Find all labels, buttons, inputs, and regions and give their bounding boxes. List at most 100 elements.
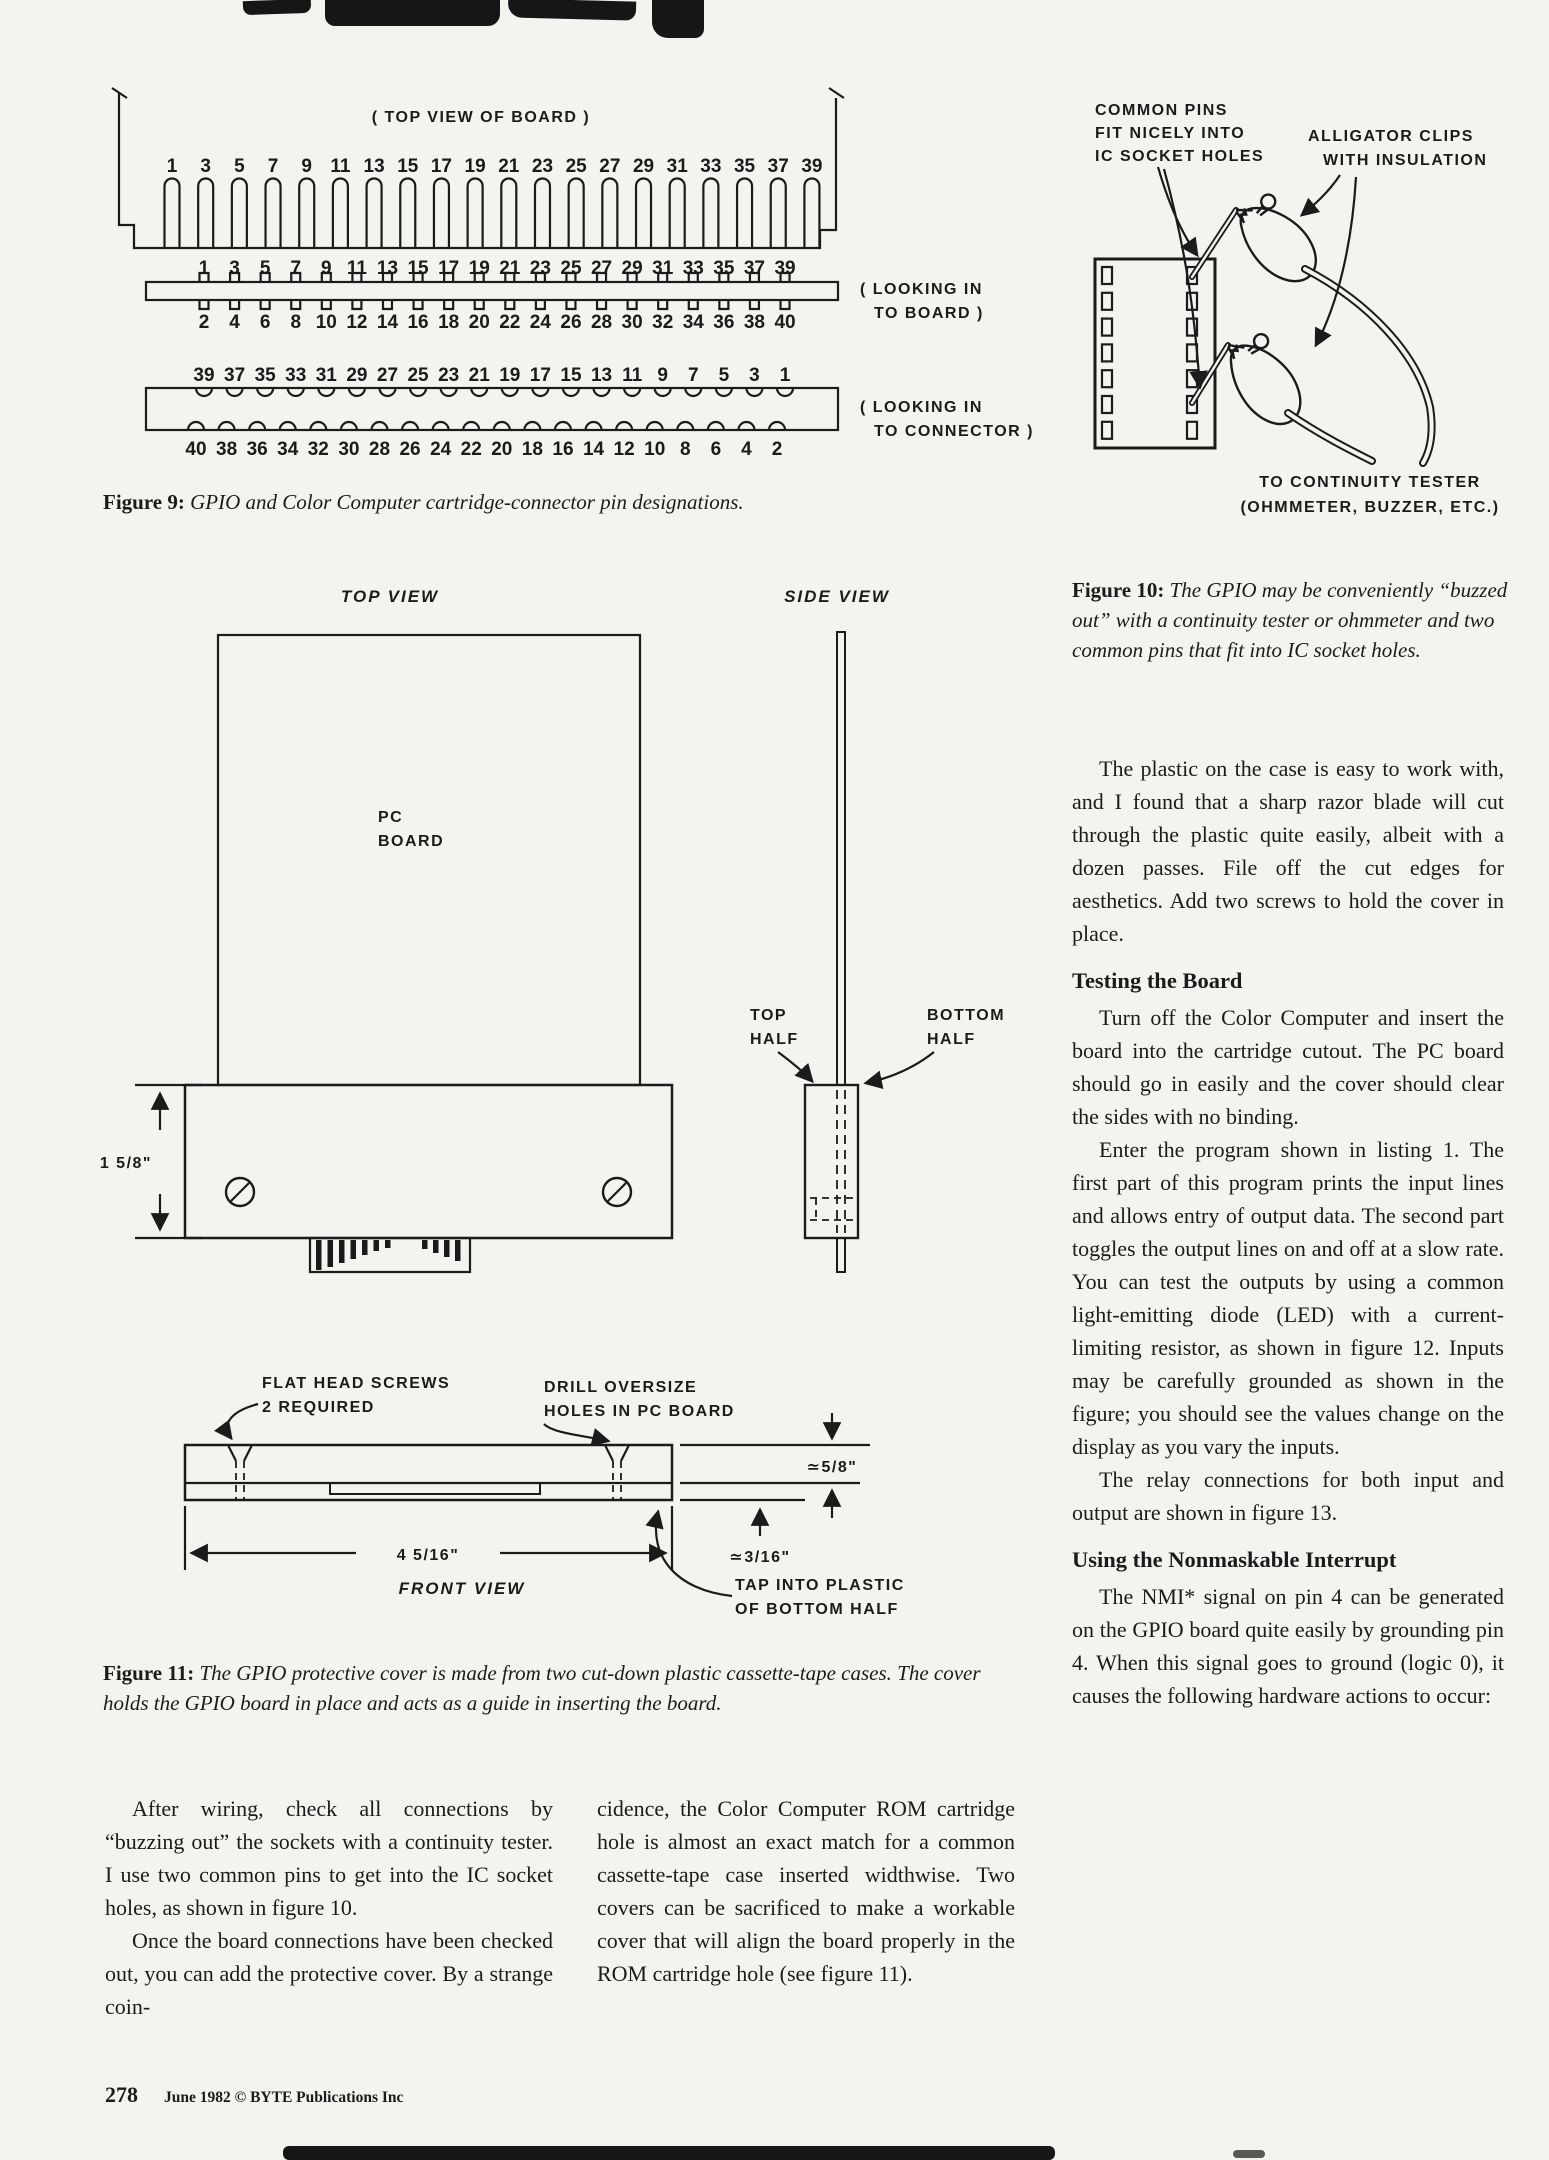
pin-number: 31 — [667, 156, 689, 177]
edge-finger-contact — [350, 1240, 356, 1259]
pin-number: 25 — [560, 258, 582, 279]
bottom-thickness-label: ≃3/16" — [729, 1549, 790, 1566]
section-heading: Testing the Board — [1072, 968, 1243, 993]
pin-number: 26 — [560, 312, 581, 333]
connector-contact — [748, 271, 761, 282]
connector-contact — [533, 177, 552, 248]
front-view-label: FRONT VIEW — [399, 1579, 526, 1598]
pin-number: 27 — [591, 258, 612, 279]
pin-number: 18 — [522, 439, 543, 460]
figure9-caption: Figure 9: GPIO and Color Computer cartri… — [103, 487, 963, 517]
pin-number: 1 — [780, 365, 791, 386]
connector-contact — [194, 387, 214, 398]
connector-contact — [595, 300, 608, 311]
connector-contact — [687, 300, 699, 311]
dimension-extension — [680, 1443, 870, 1485]
scan-artifact — [652, 0, 704, 38]
edge-finger-contact — [327, 1240, 333, 1267]
body-paragraph: cidence, the Color Computer ROM cartridg… — [597, 1796, 1015, 1986]
connector-contact — [317, 387, 336, 398]
front-screw-hidden — [604, 1444, 630, 1500]
front-board-edge — [329, 1482, 541, 1495]
ic-socket-hole — [1100, 317, 1114, 337]
annotation-arrow — [777, 1051, 814, 1084]
connector-contact — [320, 300, 332, 311]
drill-oversize-label: HOLES IN PC BOARD — [544, 1403, 735, 1420]
connector-contact — [432, 177, 451, 248]
figure9-caption-text: GPIO and Color Computer cartridge-connec… — [190, 490, 744, 514]
ic-socket-hole — [1185, 394, 1199, 415]
connector-contact — [534, 271, 546, 282]
cover-screw — [601, 1176, 633, 1208]
pin-number: 2 — [772, 439, 783, 460]
figure11-caption-label: Figure 11: — [103, 1661, 195, 1685]
figure9-pin-diagram: ( TOP VIEW OF BOARD ) ( LOOKING IN TO BO… — [111, 87, 1032, 460]
alligator-clips-label: WITH INSULATION — [1323, 152, 1487, 169]
pin-number: 6 — [260, 312, 271, 333]
ic-socket-hole — [1100, 394, 1114, 415]
pin-number: 34 — [277, 439, 299, 460]
connector-contact — [230, 177, 248, 248]
connector-contact — [668, 177, 686, 248]
pin-number: 29 — [346, 365, 367, 386]
connector-contact — [197, 177, 215, 248]
pc-board-label: BOARD — [378, 833, 444, 850]
connector-contact — [567, 177, 585, 248]
pin-number: 25 — [407, 365, 429, 386]
height-dimension-label: 1 5/8" — [100, 1155, 152, 1172]
scan-artifact — [507, 0, 637, 21]
connector-contact — [779, 271, 791, 282]
connector-contact — [473, 271, 485, 282]
pin-number: 35 — [734, 156, 756, 177]
connector-contact — [412, 300, 424, 311]
page-number: 278 — [105, 2082, 138, 2107]
pin-number: 16 — [407, 312, 428, 333]
pin-number: 27 — [377, 365, 398, 386]
pin-number: 11 — [622, 365, 643, 386]
pin-number: 29 — [633, 156, 654, 177]
connector-contact — [657, 300, 669, 311]
common-pins-label: IC SOCKET HOLES — [1095, 148, 1264, 165]
connector-contact — [634, 177, 653, 248]
edge-fingers — [316, 1240, 461, 1270]
connector-contact — [228, 271, 241, 282]
edge-finger-contact — [433, 1240, 439, 1253]
connector-contact — [225, 387, 244, 398]
pin-number: 5 — [260, 258, 271, 279]
looking-in-to-connector-label: TO CONNECTOR ) — [874, 423, 1034, 440]
body-paragraph: The relay connections for both input and… — [1072, 1467, 1504, 1525]
pin-number: 17 — [530, 365, 551, 386]
ic-socket — [1093, 257, 1217, 450]
connector-contact — [351, 300, 363, 311]
pin-number: 21 — [499, 258, 521, 279]
alligator-clip — [1227, 332, 1302, 426]
pin-number: 9 — [301, 156, 312, 177]
connector-contact — [399, 177, 417, 248]
connector-contact — [198, 271, 210, 282]
connector-contact — [500, 387, 519, 398]
ic-socket-hole — [1100, 291, 1114, 311]
connector-contact — [601, 177, 619, 248]
figure10-caption: Figure 10: The GPIO may be conveniently … — [1072, 575, 1512, 665]
top-thickness-label: ≃5/8" — [807, 1459, 858, 1476]
dimension-extension — [135, 1083, 202, 1240]
connector-contact — [339, 420, 358, 431]
pin-number: 33 — [700, 156, 721, 177]
connector-contact — [381, 271, 394, 282]
looking-in-to-board-label: TO BOARD ) — [874, 305, 984, 322]
body-paragraph: After wiring, check all connections by “… — [105, 1796, 553, 1920]
pin-number: 10 — [316, 312, 337, 333]
connector-contact — [259, 300, 271, 311]
top-view-label: TOP VIEW — [341, 587, 439, 606]
looking-in-to-connector-label: ( LOOKING IN — [860, 399, 983, 416]
connector-contact — [767, 420, 787, 431]
connector-contact — [745, 387, 764, 398]
pin-number: 19 — [465, 156, 486, 177]
edge-finger-contact — [455, 1240, 461, 1261]
pin-number: 6 — [711, 439, 722, 460]
pin-number: 11 — [347, 258, 368, 279]
pin-number: 21 — [469, 365, 491, 386]
pin-number: 25 — [566, 156, 588, 177]
connector-contact — [443, 271, 455, 282]
pin-number: 18 — [438, 312, 459, 333]
